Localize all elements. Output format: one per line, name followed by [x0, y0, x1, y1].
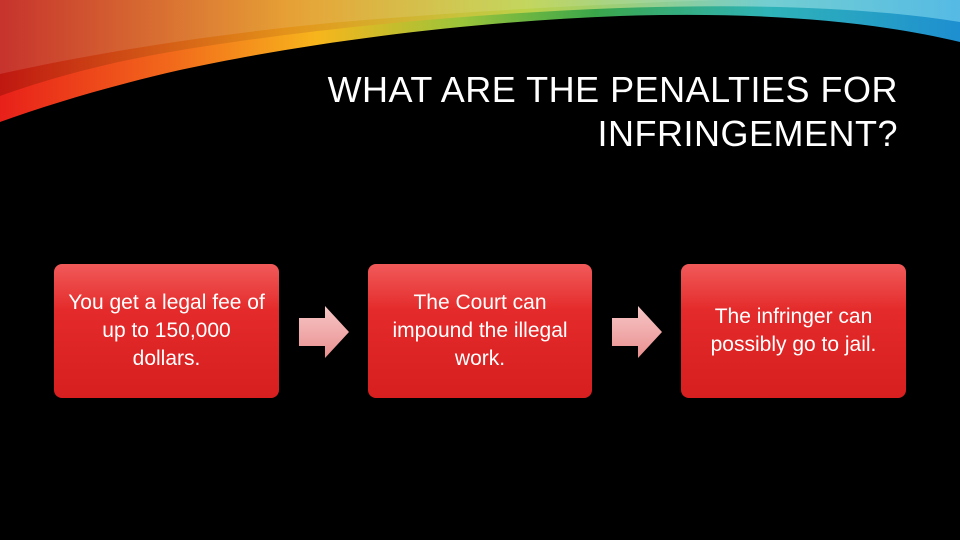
- slide-title-line-1: WHAT ARE THE PENALTIES FOR: [327, 69, 898, 110]
- step-text-legal-fee: You get a legal fee of up to 150,000 dol…: [68, 291, 265, 370]
- step-box-legal-fee: You get a legal fee of up to 150,000 dol…: [54, 264, 279, 398]
- step-box-jail: The infringer can possibly go to jail.: [681, 264, 906, 398]
- rainbow-swoosh-decoration: [0, 0, 960, 122]
- right-arrow-icon: [299, 306, 349, 358]
- slide-title: WHAT ARE THE PENALTIES FOR INFRINGEMENT?: [198, 68, 898, 156]
- step-box-impound: The Court can impound the illegal work.: [368, 264, 592, 398]
- step-text-jail: The infringer can possibly go to jail.: [710, 305, 877, 356]
- slide-title-line-2: INFRINGEMENT?: [597, 113, 898, 154]
- right-arrow-icon: [612, 306, 662, 358]
- step-text-impound: The Court can impound the illegal work.: [392, 291, 568, 370]
